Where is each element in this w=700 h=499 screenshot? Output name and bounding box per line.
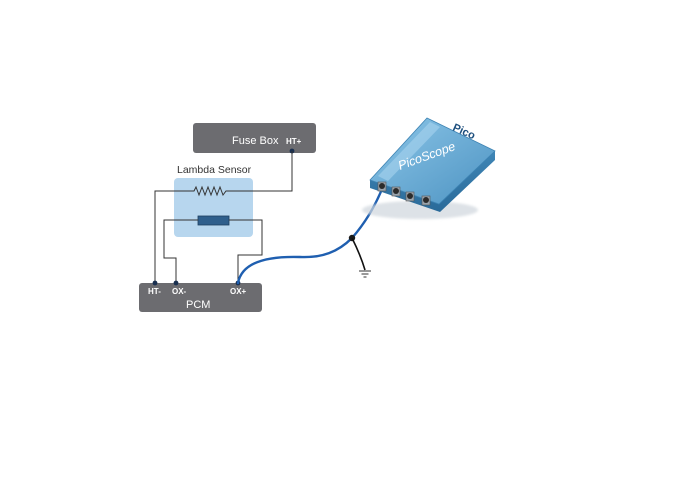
bnc-connector-c <box>405 191 415 202</box>
pcm-body <box>139 283 262 312</box>
ground-symbol <box>359 270 371 278</box>
fuse-box-label: Fuse Box <box>232 135 279 147</box>
pcm-ox-plus-label: OX+ <box>230 287 247 296</box>
lambda-sensor-body <box>174 178 253 237</box>
scope-highlight <box>378 122 440 181</box>
fuse-box-ht-plus-label: HT+ <box>286 137 302 146</box>
bnc-connector-a <box>377 181 387 192</box>
wiring <box>154 151 293 283</box>
fuse-box-body <box>193 123 316 153</box>
pcm: HT- OX- OX+ PCM <box>139 280 262 312</box>
pcm-ht-minus-label: HT- <box>148 287 161 296</box>
ox-minus-terminal <box>173 280 179 286</box>
picoscope-device: PicoScope Pico <box>362 117 496 219</box>
scope-top <box>369 117 496 205</box>
lambda-sensor-label: Lambda Sensor <box>177 164 252 176</box>
ht-minus-terminal <box>152 280 158 286</box>
scope-shadow <box>362 201 478 219</box>
bnc-connector-b <box>391 186 401 197</box>
wire-ox-minus <box>163 219 198 283</box>
oxygen-sensing-element <box>197 215 230 226</box>
lambda-sensor: Lambda Sensor <box>174 164 253 237</box>
pcm-label: PCM <box>186 299 210 311</box>
fuse-box: Fuse Box HT+ <box>193 123 316 154</box>
pcm-ox-minus-label: OX- <box>172 287 187 296</box>
wire-ox-plus <box>229 219 263 283</box>
heater-resistor-symbol <box>188 185 240 197</box>
ground-lead <box>351 237 366 271</box>
wire-ht-plus-to-heater <box>240 151 293 192</box>
scope-side <box>370 151 495 212</box>
wire-heater-to-ht-minus <box>154 190 188 283</box>
bnc-connector-d <box>421 195 431 206</box>
probe-cable <box>236 182 386 285</box>
